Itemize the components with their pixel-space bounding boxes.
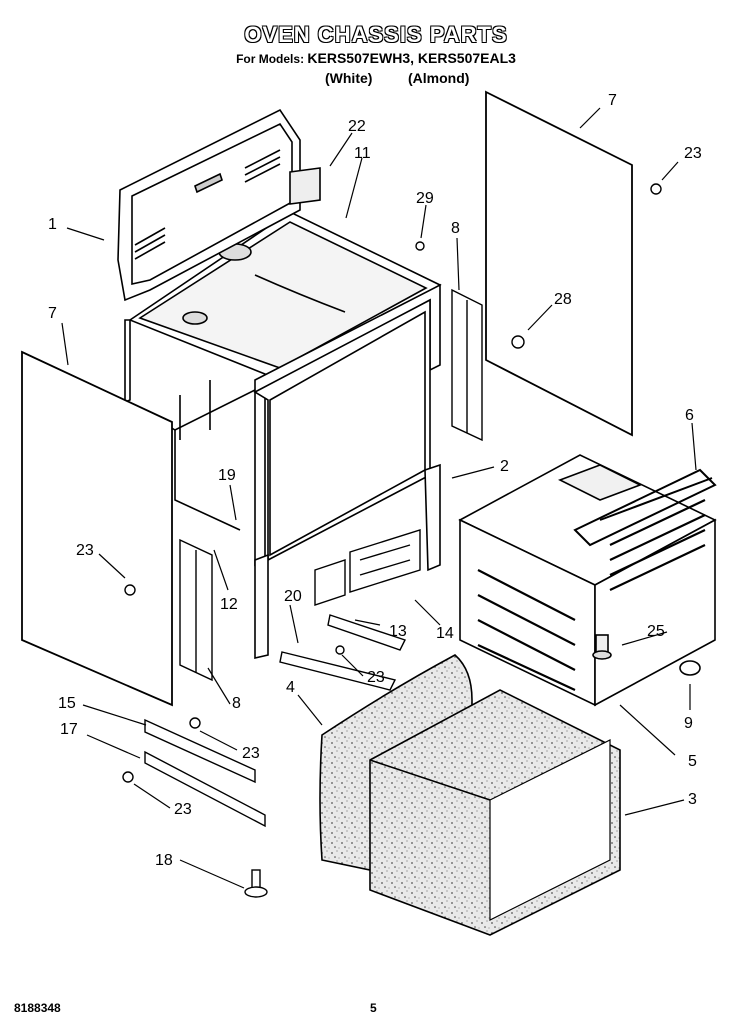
callout-5: 5 — [688, 753, 697, 770]
callout-20: 20 — [284, 588, 302, 605]
screws — [122, 183, 662, 783]
callout-9: 9 — [684, 715, 693, 732]
leveling-leg — [244, 869, 268, 898]
callout-18: 18 — [155, 852, 173, 869]
oven-liner — [458, 454, 717, 707]
callout-8-right: 8 — [451, 220, 460, 237]
side-panel-left — [21, 350, 173, 707]
page-title: OVEN CHASSIS PARTS — [244, 22, 508, 47]
callout-19: 19 — [218, 467, 236, 484]
callout-7-right: 7 — [608, 92, 617, 109]
callout-8-left: 8 — [232, 695, 241, 712]
side-bracket-right — [451, 288, 483, 442]
models-list: KERS507EWH3, KERS507EAL3 — [307, 50, 516, 66]
insulation — [319, 654, 621, 936]
callout-28: 28 — [554, 291, 572, 308]
callout-23-mid: 23 — [242, 745, 260, 762]
bracket-17 — [144, 750, 266, 828]
callout-6: 6 — [685, 407, 694, 424]
bracket-20 — [279, 614, 406, 691]
terminal-block — [314, 529, 421, 606]
callout-13: 13 — [389, 623, 407, 640]
footer-page-number: 5 — [370, 1001, 377, 1015]
callouts: 1 2 3 4 5 6 7 7 8 8 9 11 12 13 14 15 17 … — [48, 92, 702, 869]
callout-1: 1 — [48, 216, 57, 233]
side-bracket-left — [179, 538, 213, 682]
leader-lines — [61, 107, 697, 889]
callout-2: 2 — [500, 458, 509, 475]
footer-part-number: 8188348 — [14, 1001, 61, 1015]
callout-4: 4 — [286, 679, 295, 696]
color-almond-label: (Almond) — [408, 70, 470, 86]
models-prefix: For Models: — [236, 52, 305, 66]
bracket-15 — [144, 718, 256, 784]
oven-rack — [573, 468, 717, 547]
color-white-label: (White) — [325, 70, 373, 86]
callout-29: 29 — [416, 190, 434, 207]
callout-12: 12 — [220, 596, 238, 613]
callout-25: 25 — [647, 623, 665, 640]
callout-23-center: 23 — [367, 669, 385, 686]
callout-14: 14 — [436, 625, 454, 642]
callout-17: 17 — [60, 721, 78, 738]
model-line: For Models: KERS507EWH3, KERS507EAL3 — [0, 50, 752, 66]
back-panel — [117, 108, 321, 302]
side-panel-right — [485, 90, 633, 437]
callout-23-left: 23 — [76, 542, 94, 559]
callout-7-left: 7 — [48, 305, 57, 322]
callout-11: 11 — [354, 145, 371, 162]
callout-22: 22 — [348, 118, 366, 135]
light-lens — [679, 660, 701, 676]
callout-23-top: 23 — [684, 145, 702, 162]
callout-15: 15 — [58, 695, 76, 712]
callout-3: 3 — [688, 791, 697, 808]
callout-23-bottom: 23 — [174, 801, 192, 818]
chassis-frame — [124, 211, 442, 660]
